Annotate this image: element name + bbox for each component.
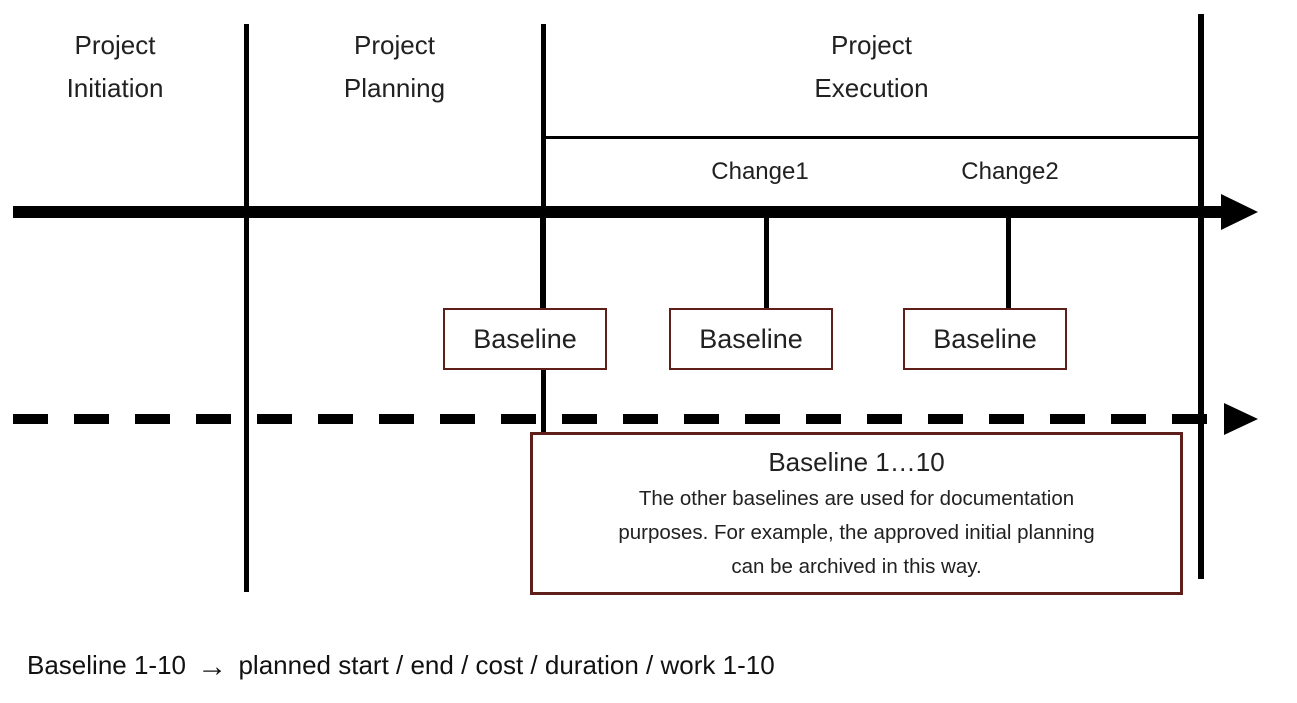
right-arrow-icon: →: [197, 650, 228, 683]
phase-label-initiation: Project Initiation: [10, 24, 220, 110]
phase-initiation-line1: Project: [74, 30, 156, 60]
phase-planning-line1: Project: [354, 30, 435, 60]
caption-suffix: planned start / end / cost / duration / …: [238, 650, 775, 680]
phase-execution-line2: Execution: [814, 73, 929, 103]
note-body-line-1: The other baselines are used for documen…: [638, 487, 1075, 510]
phase-planning-line2: Planning: [343, 73, 446, 103]
baseline-box-1: Baseline: [443, 308, 607, 370]
caption-prefix: Baseline 1-10: [27, 650, 186, 680]
execution-bracket-line: [543, 136, 1200, 139]
phase-label-execution: Project Execution: [553, 24, 1190, 110]
change2-label: Change2: [961, 158, 1059, 185]
baseline-box-3: Baseline: [903, 308, 1067, 370]
baseline-box-2-label: Baseline: [699, 323, 803, 354]
note-title: Baseline 1…10: [768, 447, 945, 477]
timeline-arrowhead-icon: [1221, 194, 1258, 230]
dashed-baseline-line: [13, 414, 1226, 424]
baseline-box-3-label: Baseline: [933, 323, 1037, 354]
baseline-box-1-label: Baseline: [473, 323, 577, 354]
baseline-note-box: Baseline 1…10 The other baselines are us…: [530, 432, 1183, 595]
dashed-baseline-arrowhead-icon: [1224, 403, 1258, 435]
phase-divider-initiation-planning: [244, 24, 249, 592]
phase-execution-line1: Project: [831, 30, 912, 60]
phase-initiation-line2: Initiation: [66, 73, 164, 103]
phase-divider-execution-end: [1198, 14, 1204, 579]
phase-label-planning: Project Planning: [256, 24, 533, 110]
note-body: The other baselines are used for documen…: [533, 482, 1180, 584]
note-body-line-2: purposes. For example, the approved init…: [618, 521, 1095, 544]
baseline-box-2: Baseline: [669, 308, 833, 370]
timeline-line: [13, 206, 1230, 218]
connector-baseline-2: [764, 218, 769, 308]
change1-label: Change1: [711, 158, 809, 185]
note-body-line-3: can be archived in this way.: [731, 555, 982, 578]
connector-baseline-3: [1006, 218, 1011, 308]
connector-baseline-1: [540, 218, 545, 308]
legend-caption: Baseline 1-10 → planned start / end / co…: [27, 650, 775, 684]
